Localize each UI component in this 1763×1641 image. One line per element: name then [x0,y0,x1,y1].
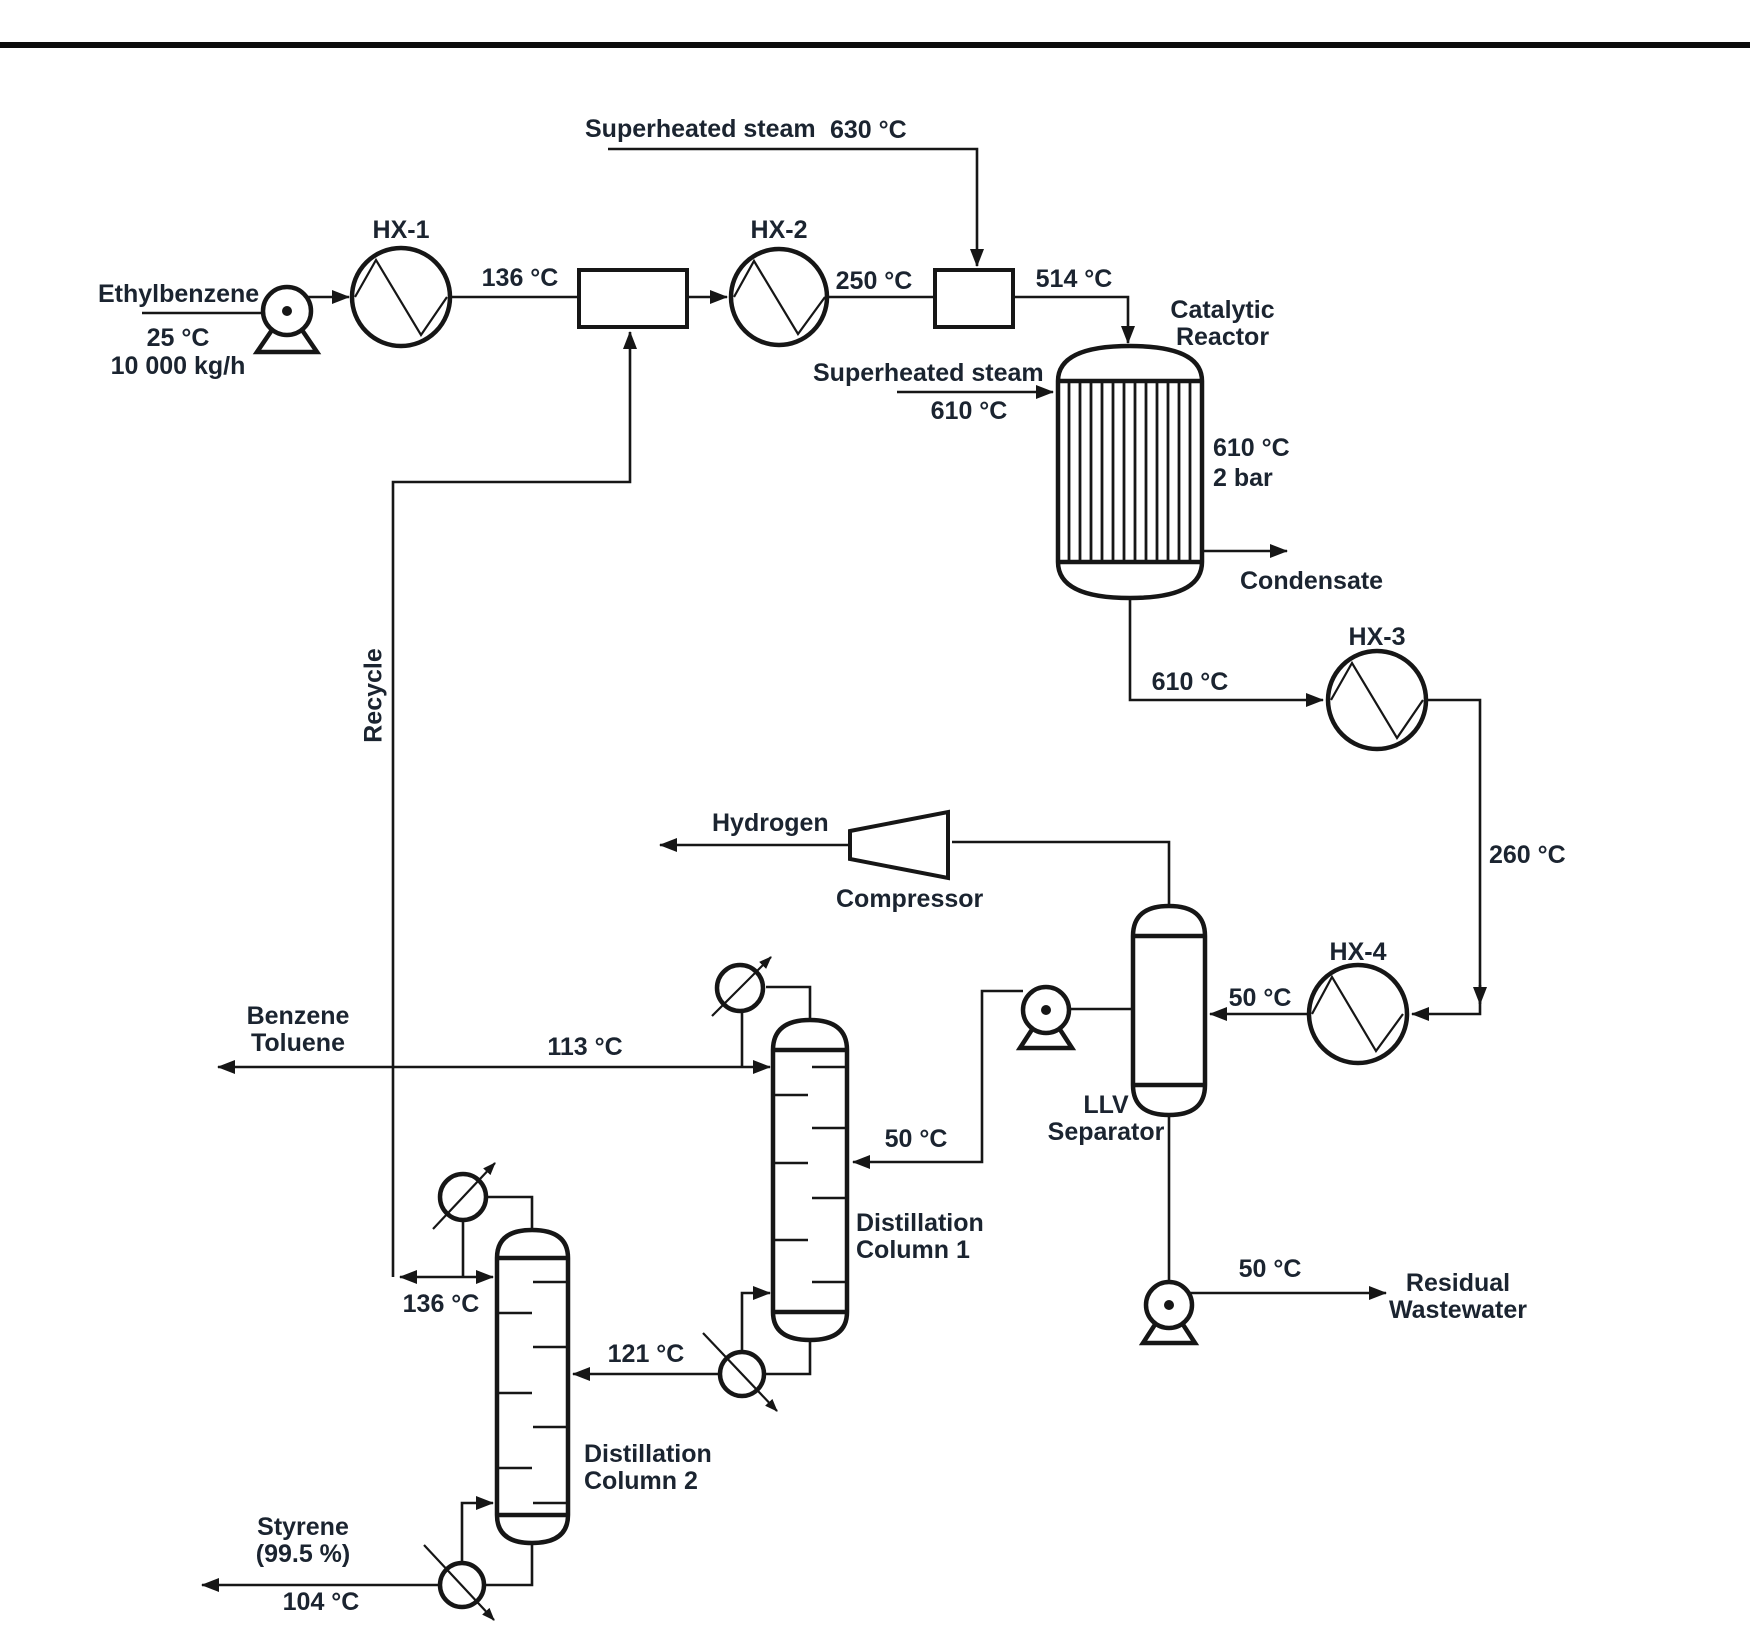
hx3-exchanger-icon [1325,648,1429,752]
feed-temp-label: 25 °C [146,324,210,352]
feed-pump-icon [252,284,322,355]
steam-reactor-temp-label: 610 °C [930,397,1008,425]
separator-name-label: LLV Separator [1047,1091,1165,1146]
llv-separator-vessel [1130,903,1208,1118]
column2-overhead-line [488,1195,534,1230]
process-lines [142,147,1487,1592]
steam-mixer-box [933,268,1015,329]
column2-reboiler-icon [423,1544,495,1621]
feed-name-label: Ethylbenzene [98,280,260,308]
mixer-out-temp-label: 514 °C [1035,265,1113,293]
hx3-out-temp-label: 260 °C [1489,841,1566,869]
column1-name-label: Distillation Column 1 [856,1209,984,1264]
wastewater-pump-icon [1138,1279,1200,1346]
hx4-label: HX-4 [1329,938,1387,966]
hx1-label: HX-1 [372,216,430,244]
column2-name-label: Distillation Column 2 [584,1440,712,1495]
column1-bottoms-line [765,1340,812,1376]
hx4-exchanger-icon [1306,962,1410,1066]
hx4-out-temp-label: 50 °C [1228,984,1292,1012]
column2-bottom-temp-label: 104 °C [282,1588,360,1616]
column1-reboiler-return-line [740,1286,771,1352]
hx3-outlet-line [1411,698,1482,1021]
column2-trays [497,1280,568,1505]
column1-feed-pump-icon [1015,984,1077,1051]
recycle-mixer-box [577,268,689,329]
column1-condenser-icon [711,956,772,1017]
hx1-exchanger-icon [349,245,453,349]
column2-bottoms-line [486,1543,534,1587]
column1-bottom-temp-label: 121 °C [607,1340,685,1368]
recycle-line [391,331,637,1277]
distillation-column2-vessel [494,1227,571,1546]
hydrogen-label: Hydrogen [712,809,829,837]
condensate-label: Condensate [1240,567,1384,595]
reactor-tubes [1067,383,1192,560]
column1-overhead-line [766,985,812,1022]
reactor-pressure-label: 2 bar [1213,464,1273,492]
column1-feed-line [852,989,1023,1169]
feed-flow-label: 10 000 kg/h [110,352,246,380]
column1-feed-temp-label: 50 °C [884,1125,948,1153]
catalytic-reactor-vessel [1055,343,1205,601]
column1-trays [773,1065,847,1284]
wastewater-temp-label: 50 °C [1238,1255,1302,1283]
steam-line-top [608,147,984,267]
hx3-label: HX-3 [1348,623,1406,651]
separator-vapor-line [952,840,1171,906]
distillation-column1-vessel [770,1017,850,1343]
steam-top-label: Superheated steam [585,115,816,143]
column2-top-temp-label: 136 °C [402,1290,480,1318]
styrene-label: Styrene (99.5 %) [255,1513,351,1568]
reactor-out-temp-label: 610 °C [1151,668,1229,696]
wastewater-label: Residual Wastewater [1388,1269,1527,1324]
column2-reboiler-return-line [460,1496,494,1563]
steam-reactor-label: Superheated steam [813,359,1044,387]
reactor-temp-label: 610 °C [1213,434,1290,462]
reactor-outlet-line [1128,598,1324,707]
hx2-label: HX-2 [750,216,808,244]
recycle-label: Recycle [359,648,388,743]
hx2-out-temp-label: 250 °C [835,267,913,295]
steam-top-temp-label: 630 °C [830,116,907,144]
column2-condenser-icon [432,1162,496,1230]
column1-reboiler-icon [702,1332,778,1412]
column1-top-temp-label: 113 °C [547,1033,623,1061]
compressor-icon [848,809,950,881]
hx1-out-temp-label: 136 °C [481,264,559,292]
reactor-name-label: Catalytic Reactor [1170,296,1275,351]
hx2-exchanger-icon [728,246,830,348]
reactor-feed-line [1013,295,1135,344]
benzene-toluene-label: Benzene Toluene [246,1002,350,1057]
compressor-label: Compressor [836,885,984,913]
